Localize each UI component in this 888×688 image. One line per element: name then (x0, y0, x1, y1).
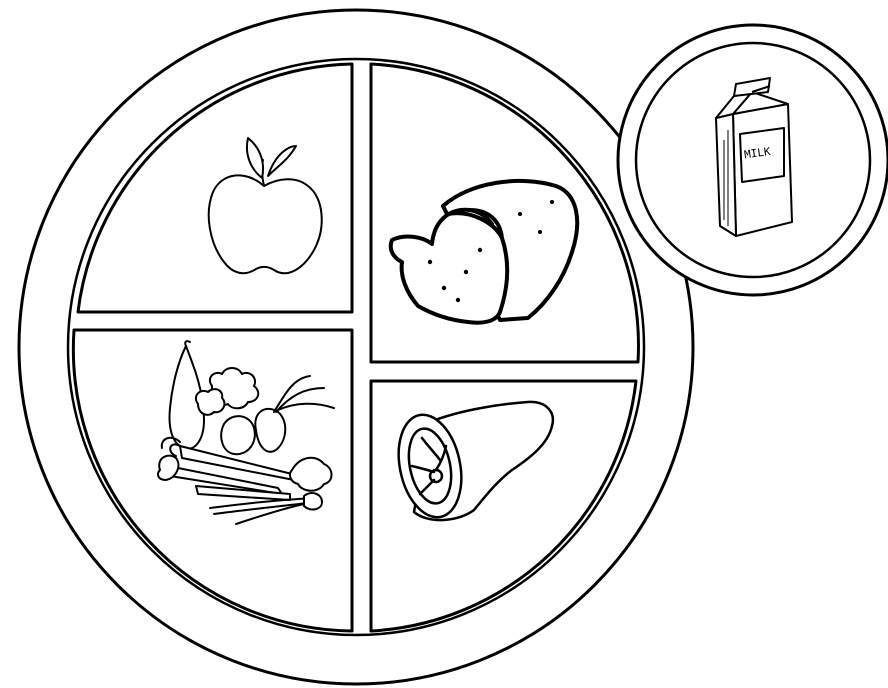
plate-sections (73, 64, 638, 631)
